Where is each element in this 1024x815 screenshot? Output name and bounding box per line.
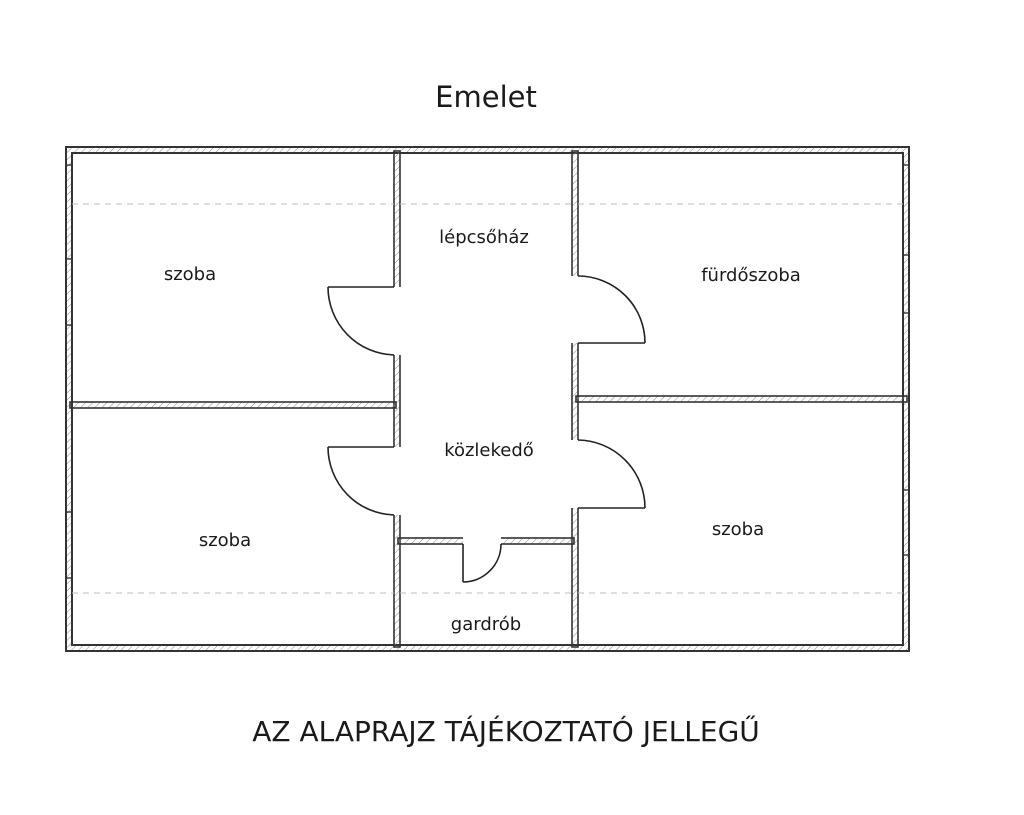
- door-bottom-right: [577, 439, 646, 509]
- dashed-lines: [72, 203, 903, 594]
- outer-walls: [65, 146, 910, 652]
- room-label-corridor: közlekedő: [444, 440, 534, 461]
- door-top-left: [327, 286, 395, 356]
- door-swings: [327, 275, 646, 583]
- door-bottom-left: [327, 446, 395, 516]
- wall-ticks: [66, 164, 909, 579]
- plan-title: Emelet: [435, 80, 537, 114]
- room-label-top-left: szoba: [164, 264, 216, 285]
- door-bathroom: [577, 275, 646, 344]
- room-label-stairwell: lépcsőház: [439, 227, 529, 248]
- disclaimer-text: AZ ALAPRAJZ TÁJÉKOZTATÓ JELLEGŰ: [252, 714, 760, 748]
- room-label-wardrobe: gardrób: [451, 614, 521, 635]
- room-label-bathroom: fürdőszoba: [701, 265, 801, 286]
- door-wardrobe: [462, 543, 502, 583]
- room-label-bottom-left: szoba: [199, 530, 251, 551]
- door-openings: [392, 276, 580, 546]
- room-label-bottom-right: szoba: [712, 519, 764, 540]
